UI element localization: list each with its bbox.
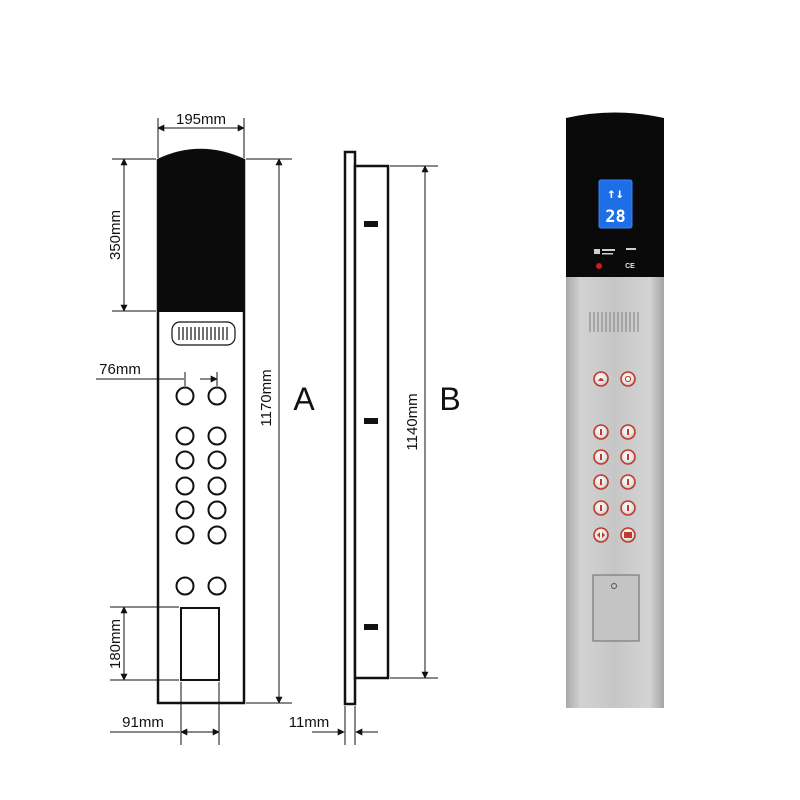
panel-a-button (207, 576, 227, 596)
panel-a-front-view (156, 148, 246, 705)
panel-a-button (207, 476, 227, 496)
panel-a-button (175, 500, 195, 520)
dimension-card-height (110, 606, 179, 681)
dimension-display-height-label: 350mm (107, 210, 124, 260)
card-reader-indicator (611, 583, 617, 589)
panel-b-mounting-brackets (364, 221, 378, 630)
panel-a-button (207, 426, 227, 446)
panel-b-side-view (343, 150, 390, 706)
panel-a-button (175, 525, 195, 545)
dimension-card-width (110, 682, 220, 745)
dimension-button-spacing-label: 76mm (99, 361, 141, 378)
floor-number: 28 (605, 207, 625, 227)
dimension-mounting-height (390, 165, 438, 679)
dimension-card-width-label: 91mm (122, 714, 164, 731)
dimension-display-height (112, 158, 156, 312)
intercom-icon (620, 371, 636, 387)
panel-a-button (175, 450, 195, 470)
panel-a-label: A (293, 381, 315, 417)
status-led (596, 263, 602, 269)
dimension-total-height (246, 158, 292, 704)
direction-arrows-icon: ↑↓ (607, 186, 624, 202)
panel-a-button (175, 386, 195, 406)
panel-a-button (175, 426, 195, 446)
ce-mark: CE (625, 263, 635, 270)
panel-a-card-slot (180, 607, 220, 681)
dimension-mounting-height-label: 1140mm (404, 393, 421, 450)
dimension-width-label: 195mm (176, 111, 226, 128)
panel-b-faceplate (343, 150, 357, 706)
panel-a-button (207, 450, 227, 470)
panel-a-display-area (158, 150, 244, 312)
dimension-thickness (312, 706, 378, 745)
header-info-marks (594, 248, 636, 255)
speaker-grille (589, 312, 639, 332)
panel-a-button (207, 386, 227, 406)
door-open-icon (593, 527, 609, 543)
panel-a-button (207, 500, 227, 520)
panel-b-label: B (439, 381, 460, 417)
panel-a-button (207, 525, 227, 545)
dimension-thickness-label: 11mm (289, 714, 330, 731)
button-glyphs (597, 375, 632, 538)
panel-a-buttons (175, 386, 227, 596)
panel-a-speaker-grille (171, 321, 236, 346)
floor-display (598, 179, 633, 229)
dimension-width (157, 118, 245, 158)
dimension-button-spacing (96, 372, 218, 386)
dimension-total-height-label: 1170mm (258, 369, 275, 426)
dimension-card-height-label: 180mm (107, 619, 124, 669)
product-panel-body (566, 274, 664, 708)
panel-a-button (175, 476, 195, 496)
product-panel: ↑↓ 28 CE (566, 112, 664, 708)
panel-a-button (175, 576, 195, 596)
